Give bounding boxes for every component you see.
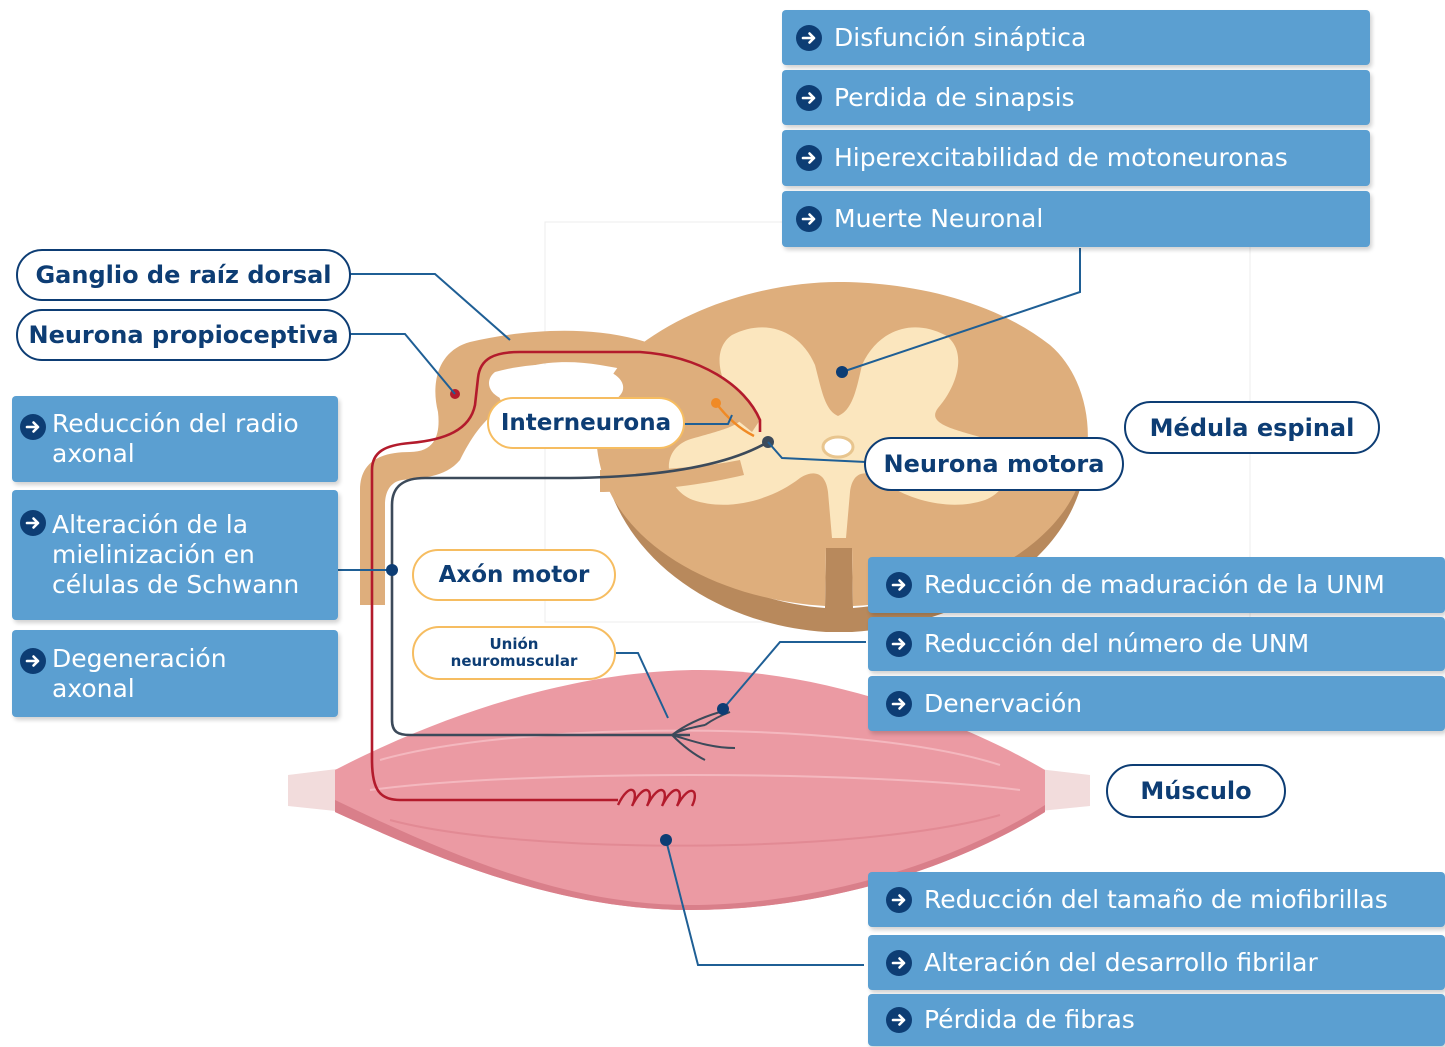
leader-muscle-effects <box>665 839 864 966</box>
effect-label: Reducción del número de UNM <box>924 629 1310 658</box>
motor-neuron-path <box>390 440 769 737</box>
leader-interneurona <box>683 414 733 425</box>
arrow-right-circle-icon <box>20 414 46 440</box>
effect-label: Degeneración axonal <box>52 643 227 703</box>
arrow-right-circle-icon <box>886 886 912 913</box>
effect-box-myofibril-size: Reducción del tamaño de miofibrillas <box>868 872 1445 927</box>
label-neurona-motora: Neurona motora <box>864 437 1124 491</box>
effect-box-synapse-loss: Perdida de sinapsis <box>782 70 1370 125</box>
arrow-right-circle-icon <box>886 572 912 598</box>
label-neurona-propioceptiva: Neurona propioceptiva <box>16 309 351 361</box>
arrow-right-circle-icon <box>886 631 912 657</box>
sensory-neuron-to-muscle <box>370 759 618 802</box>
effect-label: Disfunción sináptica <box>834 22 1087 52</box>
effect-label: Muerte Neuronal <box>834 204 1044 233</box>
leader-nmj-effects <box>722 641 866 710</box>
effect-label: Denervación <box>924 688 1083 718</box>
effect-box-nmj-maturation: Reducción de maduración de la UNM <box>868 557 1445 613</box>
effect-box-nmj-number: Reducción del número de UNM <box>868 617 1445 671</box>
effect-label: Pérdida de fibras <box>924 1005 1135 1034</box>
muscle-shading <box>335 800 1045 910</box>
central-canal <box>821 435 855 459</box>
effect-label: Hiperexcitabilidad de motoneuronas <box>834 143 1288 172</box>
effect-box-denervation: Denervación <box>868 676 1445 731</box>
arrow-right-circle-icon <box>886 949 912 976</box>
arrow-right-circle-icon <box>886 690 912 717</box>
effect-label: Reducción del tamaño de miofibrillas <box>924 884 1388 914</box>
leader-union <box>612 652 669 719</box>
marker-dot <box>717 703 729 715</box>
effect-box-myelination: Alteración de la mielinización en célula… <box>12 490 338 620</box>
arrow-right-circle-icon <box>886 1007 912 1033</box>
leader-motora <box>767 441 867 463</box>
label-musculo: Músculo <box>1106 764 1286 818</box>
ventral-root <box>600 460 744 492</box>
effect-label: Perdida de sinapsis <box>834 82 1075 112</box>
muscle-striation <box>379 729 1001 766</box>
leader-propioceptiva <box>350 333 456 395</box>
arrow-right-circle-icon <box>796 84 822 111</box>
effect-label: Reducción de maduración de la UNM <box>924 570 1385 599</box>
arrow-right-circle-icon <box>20 510 46 536</box>
arrow-right-circle-icon <box>20 648 46 674</box>
effect-box-axonal-degeneration: Degeneración axonal <box>12 630 338 717</box>
muscle-tendon-left <box>288 768 345 812</box>
marker-dot <box>660 834 672 846</box>
marker-dot <box>386 564 398 576</box>
spinal-cord-shadow <box>600 420 1085 632</box>
label-medula-espinal: Médula espinal <box>1124 401 1380 454</box>
effect-box-fiber-loss: Pérdida de fibras <box>868 994 1445 1046</box>
effect-label: Alteración de la mielinización en célula… <box>52 510 300 599</box>
sensory-neuron-path <box>370 350 762 760</box>
muscle-spindle-coil <box>616 788 697 807</box>
leader-ganglio <box>350 273 511 341</box>
effect-box-synaptic-dysfunction: Disfunción sináptica <box>782 10 1370 65</box>
effect-label: Reducción del radio axonal <box>52 409 299 468</box>
effect-box-neuronal-death: Muerte Neuronal <box>782 191 1370 247</box>
nmj-terminal-branches <box>671 711 736 761</box>
label-axon-motor: Axón motor <box>412 549 616 601</box>
marker-dot <box>836 366 848 378</box>
leader-medula-effects <box>841 248 1081 373</box>
muscle-striation <box>389 814 1001 847</box>
ganglion-core <box>488 364 624 406</box>
dorsal-root <box>360 330 760 605</box>
arrow-right-circle-icon <box>796 206 822 232</box>
label-union-neuromuscular: Unión neuromuscular <box>412 626 616 680</box>
arrow-right-circle-icon <box>796 145 822 171</box>
effect-box-axonal-radius: Reducción del radio axonal <box>12 396 338 482</box>
effect-label: Alteración del desarrollo fibrilar <box>924 947 1318 977</box>
label-interneurona: Interneurona <box>487 397 685 449</box>
label-ganglio-raiz-dorsal: Ganglio de raíz dorsal <box>16 249 351 301</box>
muscle-striation <box>369 774 1021 791</box>
arrow-right-circle-icon <box>796 24 822 51</box>
effect-box-hyperexcitability: Hiperexcitabilidad de motoneuronas <box>782 130 1370 186</box>
interneuron-soma-dot <box>711 398 721 408</box>
effect-box-fibrillar-development: Alteración del desarrollo fibrilar <box>868 935 1445 990</box>
